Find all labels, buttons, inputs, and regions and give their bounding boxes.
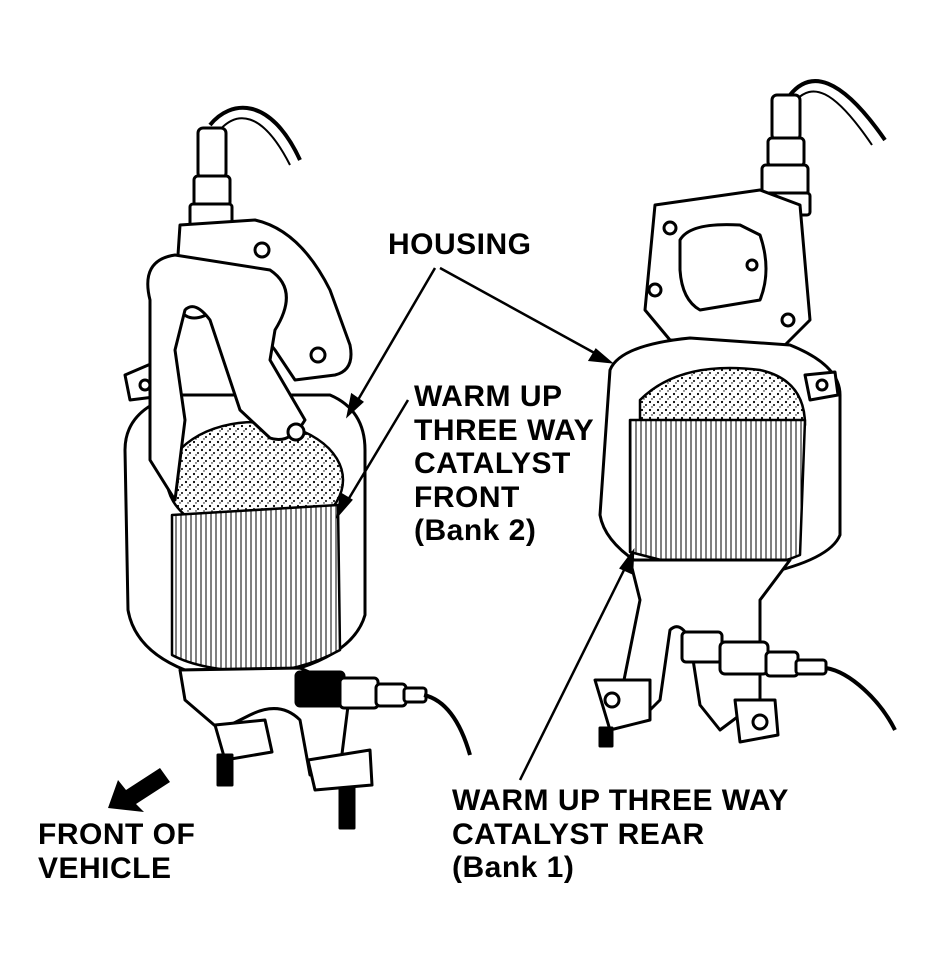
lower-oxygen-sensor-rear [680,630,897,731]
front-of-vehicle-label: FRONT OF VEHICLE [38,818,195,885]
leader-lines [336,266,635,781]
front-catalyst-substrate-body [170,503,342,674]
front-catalyst-label-line: THREE WAY [414,413,595,447]
front-catalyst-assembly [123,105,472,830]
housing-label: HOUSING [388,228,532,261]
rear-catalyst-label-line: WARM UP THREE WAY [452,784,789,817]
rear-catalyst-substrate-top [638,366,807,427]
lower-oxygen-sensor-front [294,670,472,756]
rear-catalyst-assembly [593,79,897,748]
front-catalyst-label: WARM UP THREE WAY CATALYST FRONT (Bank 2… [414,380,594,548]
front-of-vehicle-label-line: VEHICLE [38,851,172,885]
front-of-vehicle-arrow-icon [108,768,170,812]
front-catalyst-label-line: WARM UP [414,380,563,413]
rear-catalyst-label-line: (Bank 1) [452,851,575,885]
rear-catalyst-label-line: CATALYST REAR [452,817,705,851]
front-catalyst-label-line: (Bank 2) [414,514,537,548]
front-catalyst-label-line: FRONT [414,480,520,514]
front-of-vehicle-label-line: FRONT OF [38,818,196,851]
front-catalyst-label-line: CATALYST [414,447,571,481]
rear-catalyst-substrate-body [628,418,807,572]
rear-catalyst-label: WARM UP THREE WAY CATALYST REAR (Bank 1) [452,784,789,885]
